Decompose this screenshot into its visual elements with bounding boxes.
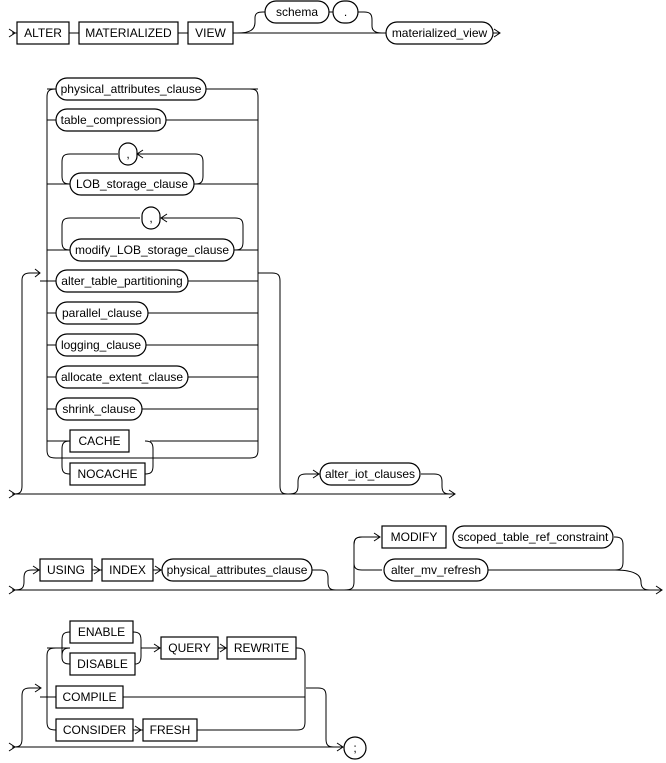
- physical-attributes-clause-term: physical_attributes_clause: [61, 82, 202, 96]
- lob-storage-clause-term: LOB_storage_clause: [76, 177, 188, 191]
- alter-mv-refresh-term: alter_mv_refresh: [391, 563, 481, 577]
- materialized-view-term: materialized_view: [392, 26, 488, 40]
- query-keyword: QUERY: [168, 641, 210, 655]
- row-query-rewrite: ENABLE DISABLE QUERY REWRITE COMPILE CON…: [8, 620, 367, 760]
- using-keyword: USING: [47, 563, 85, 577]
- disable-keyword: DISABLE: [77, 657, 128, 671]
- consider-keyword: CONSIDER: [63, 723, 127, 737]
- table-compression-term: table_compression: [61, 113, 162, 127]
- parallel-clause-term: parallel_clause: [62, 306, 142, 320]
- row-alter-materialized-view: ALTER MATERIALIZED VIEW schema . materia…: [8, 0, 501, 45]
- modify-lob-storage-clause-term: modify_LOB_storage_clause: [75, 243, 229, 257]
- materialized-keyword: MATERIALIZED: [85, 26, 172, 40]
- row-alter-clauses: physical_attributes_clause table_compres…: [8, 77, 456, 499]
- physical-attributes-clause-term-2: physical_attributes_clause: [167, 563, 308, 577]
- comma-term-2: ,: [149, 211, 152, 225]
- cache-keyword: CACHE: [78, 434, 120, 448]
- comma-term-1: ,: [126, 147, 129, 161]
- modify-keyword: MODIFY: [391, 530, 438, 544]
- nocache-keyword: NOCACHE: [77, 467, 137, 481]
- schema-term: schema: [276, 5, 318, 19]
- index-keyword: INDEX: [109, 563, 146, 577]
- view-keyword: VIEW: [195, 26, 226, 40]
- logging-clause-term: logging_clause: [61, 338, 141, 352]
- enable-keyword: ENABLE: [78, 625, 125, 639]
- shrink-clause-term: shrink_clause: [62, 402, 136, 416]
- alter-keyword: ALTER: [24, 26, 62, 40]
- scoped-table-ref-constraint-term: scoped_table_ref_constraint: [458, 530, 609, 544]
- rewrite-keyword: REWRITE: [234, 641, 289, 655]
- dot-term: .: [344, 5, 347, 19]
- alter-table-partitioning-term: alter_table_partitioning: [61, 274, 182, 288]
- alter-iot-clauses-term: alter_iot_clauses: [325, 467, 415, 481]
- compile-keyword: COMPILE: [62, 690, 116, 704]
- fresh-keyword: FRESH: [150, 723, 191, 737]
- row-using-index: USING INDEX physical_attributes_clause M…: [8, 525, 663, 595]
- semicolon-term: ;: [353, 741, 356, 755]
- allocate-extent-clause-term: allocate_extent_clause: [61, 370, 183, 384]
